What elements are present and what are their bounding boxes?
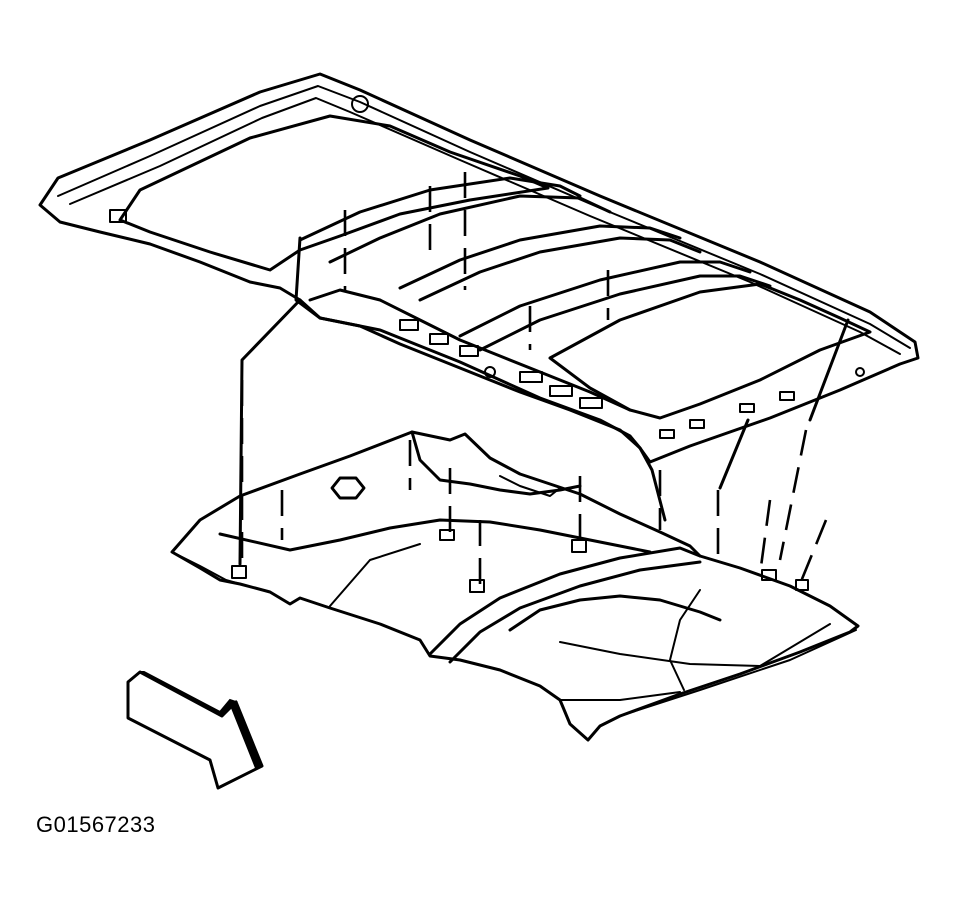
headliner-rear-flange <box>619 629 857 717</box>
roof-slot-details <box>109 95 865 439</box>
headliner-rear-dome <box>428 546 702 656</box>
headliner-rear-dome-2 <box>448 560 702 664</box>
dash-line-14 <box>758 499 772 575</box>
leader-line-right-2 <box>808 318 850 422</box>
figure-code-label: G01567233 <box>36 812 156 837</box>
headliner-division-4 <box>559 691 681 701</box>
arrow-shading-edge <box>230 699 264 770</box>
arrow-shading-top <box>139 671 238 718</box>
roof-front-opening <box>118 114 550 272</box>
roof-rail-front <box>57 85 911 349</box>
headliner-division-2 <box>559 623 831 667</box>
headliner-rail-flange <box>171 551 241 585</box>
front-direction-arrow-icon <box>126 670 264 790</box>
roof-side-drop <box>294 236 322 320</box>
headliner-handle-pocket <box>330 476 366 500</box>
dash-line-15 <box>778 429 808 561</box>
roof-panel <box>38 72 920 522</box>
headliner-division-1 <box>329 543 421 607</box>
dash-line-16 <box>798 519 828 585</box>
headliner-outline <box>170 430 860 742</box>
roof-side-drop-2 <box>308 288 632 412</box>
roof-rear-edge <box>638 446 667 522</box>
roof-bow-2 <box>398 224 682 290</box>
headliner-front-recess <box>410 430 582 496</box>
roof-rail-inner <box>69 97 901 355</box>
roof-side-drop-3 <box>318 316 642 450</box>
alignment-lines <box>238 172 850 586</box>
roof-panel-outline <box>38 72 920 464</box>
roof-bow-1 <box>298 176 582 242</box>
headliner-clips <box>231 529 809 593</box>
roof-bow-3 <box>458 260 752 338</box>
roof-bow-2b <box>418 236 702 302</box>
roof-rear-opening <box>548 282 872 420</box>
headliner-visor-pocket <box>499 475 561 497</box>
headliner-division-3 <box>669 589 701 691</box>
leader-line-left <box>238 298 302 566</box>
leader-line-right-1 <box>718 418 750 490</box>
headliner <box>170 430 860 742</box>
roof-bow-1b <box>328 194 612 264</box>
headliner-rear-panel <box>508 594 722 632</box>
